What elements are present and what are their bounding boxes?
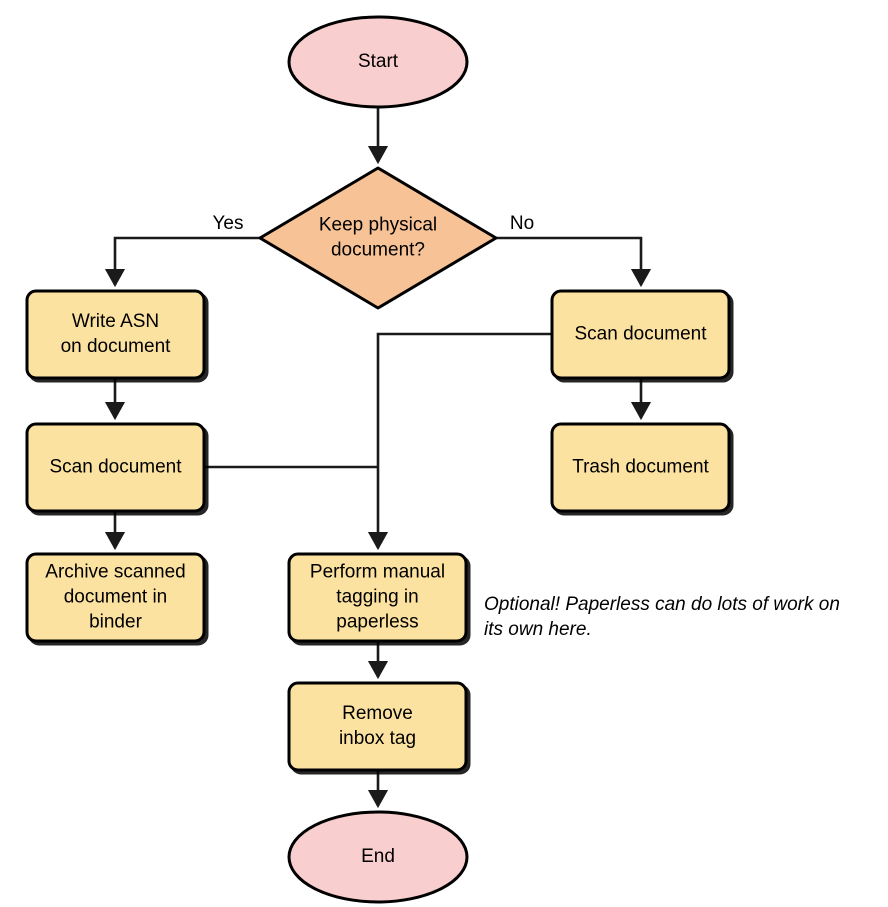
node-start[interactable]: Start: [287, 15, 469, 109]
node-end[interactable]: End: [287, 810, 469, 904]
node-trash[interactable]: Trash document: [550, 422, 731, 513]
node-shape-ellipse: [287, 15, 469, 109]
node-shape-rect: [550, 289, 731, 380]
node-label-end: End: [361, 846, 395, 867]
node-scan-right[interactable]: Scan document: [550, 289, 731, 380]
node-label-scan-left: Scan document: [49, 457, 182, 478]
node-shape-rect: [550, 422, 731, 513]
edge-label-yes-label: Yes: [213, 213, 244, 234]
node-scan-left[interactable]: Scan document: [25, 422, 206, 513]
edges-layer: [104, 107, 652, 809]
edge-labels-layer: Yes No: [213, 213, 535, 234]
edge-label-no-label: No: [510, 213, 534, 234]
node-shape-rect: [25, 422, 206, 513]
annotation-optional-note: Optional! Paperless can do lots of work …: [484, 594, 840, 640]
node-shape-ellipse: [287, 810, 469, 904]
annotations-layer: Optional! Paperless can do lots of work …: [484, 594, 840, 640]
node-label-trash: Trash document: [572, 457, 709, 478]
node-shape-rect: [25, 552, 206, 643]
edge-scan-right-to-tagging: [367, 332, 552, 551]
edge-decision-yes: [104, 236, 260, 288]
node-shape-rect: [25, 289, 206, 380]
node-shape-rect: [287, 552, 468, 643]
node-shape-rect: [287, 681, 468, 772]
node-label-start: Start: [358, 51, 399, 72]
edge-decision-no: [496, 236, 652, 288]
node-shape-diamond: [258, 166, 498, 310]
node-label-scan-right: Scan document: [574, 324, 707, 345]
